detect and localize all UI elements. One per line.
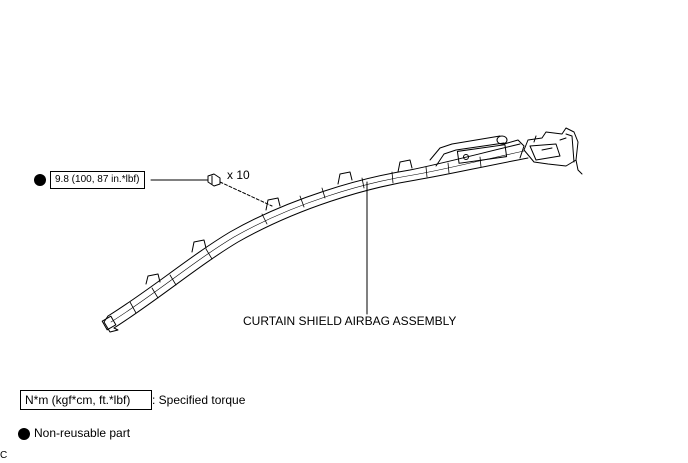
inflator-connector <box>503 139 525 159</box>
end-bracket <box>523 127 583 175</box>
torque-value: 9.8 (100, 87 in.*lbf) <box>55 174 140 185</box>
tube-bands <box>129 156 482 314</box>
part-label: CURTAIN SHIELD AIRBAG ASSEMBLY <box>243 314 457 328</box>
bolt-illustration <box>207 173 221 187</box>
inflator-box <box>456 144 508 164</box>
airbag-tube-lower-edge <box>113 157 529 329</box>
torque-box: 9.8 (100, 87 in.*lbf) <box>50 171 145 189</box>
legend-torque-box: N*m (kgf*cm, ft.*lbf) <box>20 390 152 410</box>
legend-torque-units: N*m (kgf*cm, ft.*lbf) <box>25 393 131 407</box>
mounting-brackets <box>145 159 413 285</box>
airbag-tube-upper-edge <box>107 143 521 317</box>
inflator-hose-lower <box>435 142 505 167</box>
legend-nonreusable-dot <box>18 428 30 440</box>
corner-code: C <box>0 450 8 461</box>
legend-torque-desc: : Specified torque <box>152 393 246 407</box>
legend-nonreusable-desc: Non-reusable part <box>34 426 131 440</box>
left-end-clip <box>103 315 119 333</box>
bolt-quantity: x 10 <box>227 168 250 182</box>
bolt-leader-dashed <box>219 181 273 207</box>
inflator-hose-upper <box>429 135 501 161</box>
nonreusable-marker <box>34 174 46 186</box>
airbag-tube-seam <box>110 150 525 323</box>
